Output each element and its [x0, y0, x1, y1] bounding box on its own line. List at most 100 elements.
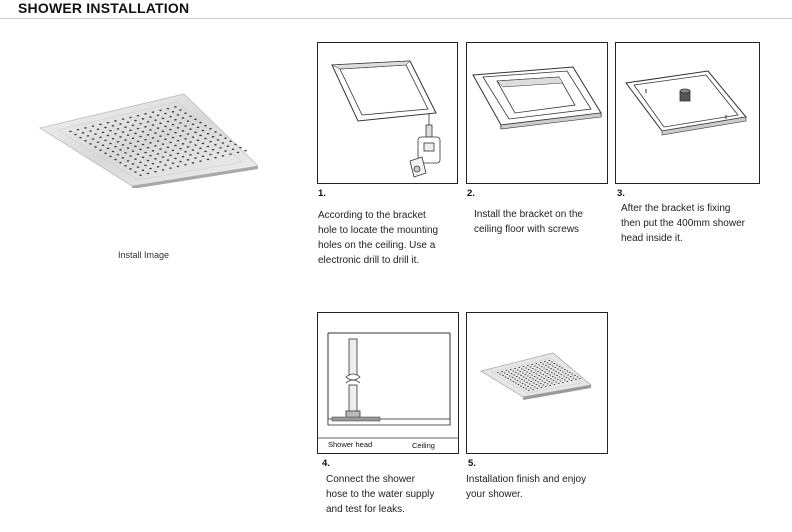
- nozzle-dot: [159, 109, 162, 112]
- nozzle-dot: [535, 373, 538, 375]
- title-divider: [0, 18, 792, 19]
- step-1-number: 1.: [318, 188, 326, 199]
- nozzle-dot: [521, 378, 523, 381]
- drill-icon: [409, 113, 441, 178]
- nozzle-dot: [532, 388, 534, 391]
- nozzle-dot: [572, 377, 575, 379]
- nozzle-dot: [538, 364, 540, 366]
- nozzle-dot: [186, 133, 190, 135]
- nozzle-dot: [527, 368, 530, 371]
- nozzle-dot: [186, 159, 190, 161]
- nozzle-dot: [519, 381, 521, 383]
- step-4-line-2: hose to the water supply: [326, 489, 435, 500]
- nozzle-dot: [529, 387, 532, 389]
- nozzle-dot: [156, 140, 160, 142]
- nozzle-dot: [144, 138, 147, 141]
- nozzle-dot: [533, 386, 536, 388]
- nozzle-dot: [89, 130, 92, 132]
- nozzle-dot: [571, 373, 574, 375]
- nozzle-dot: [566, 370, 569, 372]
- nozzle-dot: [199, 121, 202, 124]
- nozzle-dot: [561, 377, 563, 380]
- nozzle-dot: [79, 136, 82, 139]
- nozzle-dot: [541, 369, 544, 372]
- nozzle-dot: [109, 129, 112, 132]
- nozzle-dot: [550, 378, 552, 380]
- nozzle-dot: [159, 161, 162, 163]
- nozzle-dot: [151, 162, 155, 165]
- nozzle-dot: [99, 123, 102, 126]
- nozzle-dot: [226, 145, 230, 147]
- nozzle-dot: [216, 152, 220, 154]
- nozzle-dot: [84, 140, 87, 142]
- nozzle-dot: [561, 367, 563, 369]
- nozzle-dot: [146, 172, 150, 175]
- nozzle-dot: [116, 128, 120, 130]
- nozzle-dot: [523, 369, 526, 372]
- nozzle-dot: [527, 379, 530, 381]
- nozzle-dot: [536, 366, 539, 369]
- nozzle-dot: [171, 111, 175, 113]
- nozzle-dot: [520, 385, 522, 387]
- nozzle-dot: [171, 162, 175, 165]
- nozzle-dot: [546, 383, 549, 385]
- nozzle-dot: [169, 141, 172, 144]
- nozzle-dot: [224, 150, 227, 152]
- nozzle-dot: [161, 130, 165, 133]
- nozzle-dot: [179, 147, 182, 150]
- nozzle-dot: [189, 141, 192, 143]
- nozzle-dot: [505, 369, 508, 372]
- nozzle-dot: [204, 124, 207, 127]
- nozzle-dot: [134, 132, 137, 135]
- nozzle-dot: [511, 376, 514, 379]
- nozzle-dot: [164, 112, 167, 115]
- nozzle-dot: [109, 155, 112, 158]
- shower-head-icon: [38, 93, 259, 189]
- nozzle-dot: [531, 384, 533, 387]
- nozzle-dot: [91, 138, 95, 140]
- nozzle-dot: [549, 363, 551, 366]
- nozzle-dot: [84, 127, 87, 129]
- shower-head-label: Shower head: [328, 440, 373, 449]
- nozzle-dot: [149, 129, 152, 131]
- nozzle-dot: [159, 122, 162, 125]
- nozzle-dot: [229, 140, 232, 143]
- nozzle-dot: [181, 130, 185, 132]
- nozzle-dot: [126, 121, 130, 124]
- nozzle-dot: [563, 368, 566, 371]
- nozzle-dot: [579, 377, 581, 380]
- nozzle-dot: [529, 366, 532, 368]
- nozzle-dot: [156, 114, 160, 117]
- step-4-line-3: and test for leaks.: [326, 504, 405, 515]
- nozzle-dot: [131, 150, 135, 152]
- nozzle-dot: [566, 380, 569, 383]
- nozzle-dot: [539, 382, 542, 385]
- nozzle-dot: [563, 379, 566, 381]
- nozzle-dot: [176, 165, 180, 168]
- nozzle-dot: [141, 169, 145, 172]
- nozzle-dot: [141, 130, 145, 133]
- nozzle-dot: [221, 142, 225, 144]
- nozzle-dot: [564, 372, 567, 375]
- nozzle-dot: [199, 160, 202, 162]
- nozzle-dot: [501, 370, 503, 373]
- nozzle-dot: [76, 128, 80, 131]
- nozzle-dot: [101, 131, 105, 134]
- nozzle-dot: [206, 132, 210, 135]
- ceiling-label: Ceiling: [412, 441, 435, 450]
- nozzle-dot: [553, 373, 556, 375]
- nozzle-dot: [124, 139, 127, 141]
- nozzle-dot: [545, 379, 548, 381]
- nozzle-dot: [527, 375, 529, 377]
- step-5-illustration: [466, 312, 608, 454]
- step-5-line-2: your shower.: [466, 489, 523, 500]
- step-3-line-2: then put the 400mm shower: [621, 218, 745, 229]
- nozzle-dot: [518, 377, 521, 379]
- nozzle-dot: [576, 376, 579, 378]
- nozzle-dot: [166, 107, 170, 110]
- nozzle-dot: [144, 151, 147, 154]
- step-3-description: After the bracket is fixing then put the…: [621, 201, 745, 246]
- nozzle-dot: [515, 375, 518, 378]
- nozzle-dot: [214, 156, 217, 159]
- nozzle-dot: [166, 146, 170, 149]
